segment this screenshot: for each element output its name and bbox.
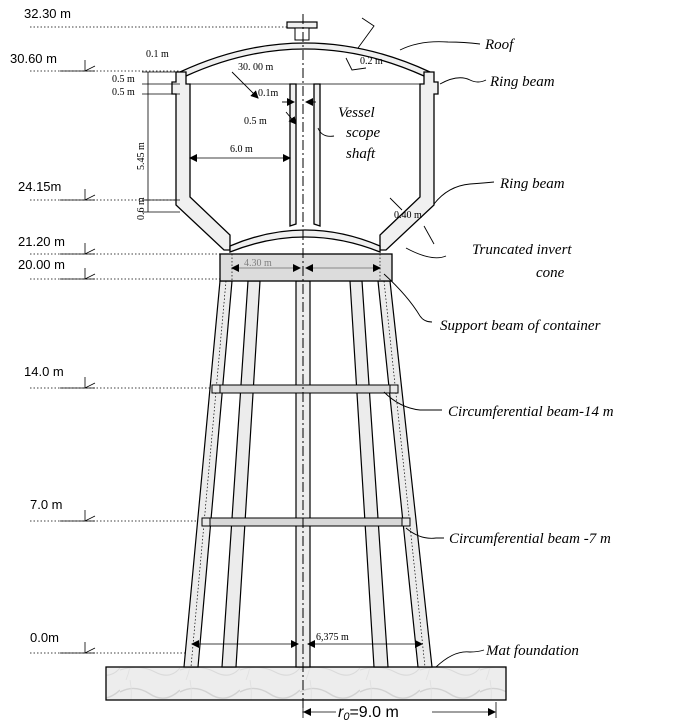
label-shaft-2: scope [346,125,380,141]
dim-0-1-m: 0.1 m [146,49,169,60]
label-ring-beam-bottom: Ring beam [499,176,565,192]
dim-5-45-m: 5.45 m [136,142,147,170]
dim-30-00-m: 30. 00 m [238,62,274,73]
level-symbol-14 [60,377,96,389]
label-support-beam: Support beam of container [440,318,601,334]
elevation-14-0: 14.0 m [24,364,64,379]
label-ring-beam-top: Ring beam [489,74,555,90]
component-labels: Roof Ring beam Ring beam Truncated inver… [317,37,614,668]
wall-right [379,71,439,251]
column-inner-right [349,280,389,668]
dimensions: 0.1 m 0.5 m 0.5 m 5.45 m 0.6 m 30. 00 m … [112,17,497,720]
columns [183,280,433,668]
level-symbol-0 [60,642,96,654]
circ-beam-7 [203,517,409,527]
dim-0-1m-shaft: 0.1m [258,88,279,99]
dim-0-6-m: 0.6 m [136,197,147,220]
circ-beam-14 [213,384,397,394]
elevation-0-0: 0.0m [30,630,59,645]
wall-left [171,71,231,251]
dim-0-40-m: 0.40 m [394,210,422,221]
level-symbol-21 [60,243,96,255]
circumferential-beams [201,384,411,527]
dim-0-5-m-shaft: 0.5 m [244,116,267,127]
dim-r0-9-0-m: r0=9.0 m [338,704,399,720]
dim-0-2-m: 0.2 m [360,56,383,67]
mat-foundation [105,666,507,701]
dim-0-5-m-a: 0.5 m [112,74,135,85]
roof-dome [178,42,432,77]
level-symbol-7 [60,510,96,522]
label-truncated-cone-1: Truncated invert [472,242,572,258]
label-roof: Roof [484,37,515,53]
level-symbol-30 [60,60,96,72]
label-shaft-1: Vessel [338,105,375,121]
elevation-7-0: 7.0 m [30,497,63,512]
label-shaft-3: shaft [346,146,376,162]
level-symbol-24 [60,189,96,201]
elevation-21-20: 21.20 m [18,234,65,249]
label-mat-foundation: Mat foundation [485,643,579,659]
dim-4-30-m: 4.30 m [244,258,272,269]
level-symbol-20 [60,268,96,280]
elevation-20-00: 20.00 m [18,257,65,272]
column-outer-right [377,280,433,668]
elevation-32-30: 32.30 m [24,6,71,21]
shaft-wall-right [313,83,321,227]
label-circ-beam-14: Circumferential beam-14 m [448,404,614,420]
dim-6-0-m: 6.0 m [230,144,253,155]
elevation-markers: 32.30 m 30.60 m 24.15m 21.20 m 20.00 m 1… [10,6,288,654]
roof-cap [286,21,318,29]
label-circ-beam-7: Circumferential beam -7 m [449,531,611,547]
bottom-dome [229,229,381,253]
label-truncated-cone-2: cone [536,265,565,281]
column-inner-left [221,280,261,668]
dim-0-5-m-b: 0.5 m [112,87,135,98]
dim-6-375-m: 6,375 m [316,632,349,643]
elevation-24-15: 24.15m [18,179,61,194]
elevation-30-60: 30.60 m [10,51,57,66]
column-outer-left [183,280,233,668]
shaft-wall-left [289,83,297,227]
